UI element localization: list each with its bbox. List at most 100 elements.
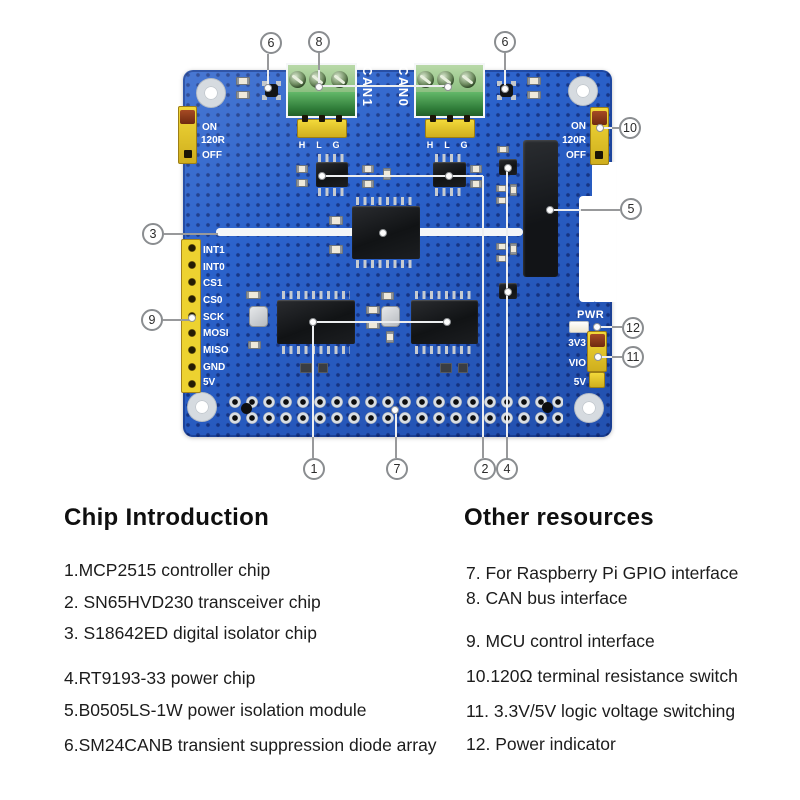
resource-list-item: 8. CAN bus interface (466, 588, 628, 608)
rail-label: 3V3 (568, 338, 586, 349)
callout-dot (188, 314, 196, 322)
pin-label: MISO (203, 345, 229, 356)
board-notch (579, 196, 594, 302)
can0-terminal-body (416, 92, 483, 116)
callout-number: 1 (310, 462, 318, 476)
pin-label: CS0 (203, 295, 223, 306)
callout-line (319, 85, 449, 87)
smd-component (510, 243, 517, 255)
smd-component (236, 91, 250, 99)
callout-line (612, 356, 622, 358)
mounting-hole (569, 77, 597, 105)
resource-list-item: 11. 3.3V/5V logic voltage switching (466, 701, 736, 721)
smd-component (470, 180, 482, 188)
callout-dot (504, 288, 512, 296)
callout-dot (318, 172, 326, 180)
smd-component (246, 291, 261, 299)
callout-line (164, 233, 218, 235)
callout-dot (264, 84, 272, 92)
callout-line (600, 326, 612, 328)
jumper-hole (184, 150, 192, 158)
callout-number: 4 (503, 462, 511, 476)
callout-circle-8: 8 (308, 31, 330, 53)
callout-number: 2 (481, 462, 489, 476)
resource-list-item: 10.120Ω terminal resistance switch (466, 666, 738, 686)
power-led-label: PWR (577, 309, 605, 321)
callout-line (395, 412, 397, 437)
smd-component (300, 363, 312, 373)
smd-component (296, 165, 308, 173)
resource-list-item: 9. MCU control interface (466, 631, 655, 651)
chip-list-item: 1.MCP2515 controller chip (64, 560, 271, 580)
jumper-cap (592, 111, 607, 125)
callout-dot (594, 353, 602, 361)
callout-dot (309, 318, 317, 326)
chip-pins (435, 188, 464, 196)
callout-line (504, 70, 506, 86)
terminal-screw (331, 71, 348, 88)
callout-line (482, 437, 484, 458)
callout-line (318, 70, 320, 84)
callout-line (312, 437, 314, 458)
pin-label: L (444, 140, 450, 150)
smd-component (236, 77, 250, 85)
callout-number: 8 (315, 35, 323, 49)
callout-line (267, 70, 269, 85)
rail-label: VIO (568, 358, 586, 369)
smd-component (510, 184, 517, 196)
callout-line (506, 168, 508, 437)
can1-terminal-body (288, 92, 355, 116)
gpio-header-row (227, 394, 563, 410)
chip-pins (415, 346, 474, 354)
jumper-label: 120R (201, 135, 225, 146)
chip-pins (282, 291, 350, 299)
chip-list-item: 2. SN65HVD230 transceiver chip (64, 592, 321, 612)
chip-pins (435, 154, 464, 162)
mounting-hole (188, 393, 216, 421)
callout-dot (546, 206, 554, 214)
header-pin (319, 115, 325, 122)
chip-pins (415, 291, 474, 299)
chip-pins (282, 346, 350, 354)
chip-pins (356, 260, 416, 268)
callout-line (601, 356, 612, 358)
callout-dot (391, 406, 399, 414)
callout-dot (504, 164, 512, 172)
callout-line (163, 319, 193, 321)
callout-number: 7 (393, 462, 401, 476)
callout-circle-4: 4 (496, 458, 518, 480)
other-resources-title: Other resources (464, 504, 654, 531)
header-pin (302, 115, 308, 122)
chip-list-item: 5.B0505LS-1W power isolation module (64, 700, 367, 720)
pin-label: MOSI (203, 328, 229, 339)
callout-dot (593, 323, 601, 331)
callout-line (482, 176, 484, 437)
chip-introduction-title: Chip Introduction (64, 504, 270, 531)
smd-component (527, 91, 541, 99)
crystal-oscillator (381, 306, 400, 327)
callout-circle-2: 2 (474, 458, 496, 480)
pin-label: H (298, 140, 306, 150)
callout-circle-6: 6 (260, 32, 282, 54)
smd-component (366, 306, 380, 314)
callout-dot (445, 172, 453, 180)
callout-number: 6 (501, 35, 509, 49)
callout-dot (379, 229, 387, 237)
crystal-oscillator (249, 306, 268, 327)
mounting-hole (575, 394, 603, 422)
callout-circle-10: 10 (619, 117, 641, 139)
resource-list-item: 7. For Raspberry Pi GPIO interface (466, 563, 739, 583)
smd-component (381, 292, 394, 300)
gpio-spacer-dot (241, 403, 252, 414)
pin-label: SCK (203, 312, 225, 323)
mounting-hole (197, 79, 225, 107)
callout-dot (443, 318, 451, 326)
gpio-spacer-dot (542, 402, 553, 413)
callout-number: 9 (148, 313, 156, 327)
callout-line (612, 127, 619, 129)
callout-line (600, 127, 612, 129)
jumper-label: 120R (562, 135, 586, 146)
callout-line (504, 53, 506, 70)
terminal-screw (417, 71, 434, 88)
